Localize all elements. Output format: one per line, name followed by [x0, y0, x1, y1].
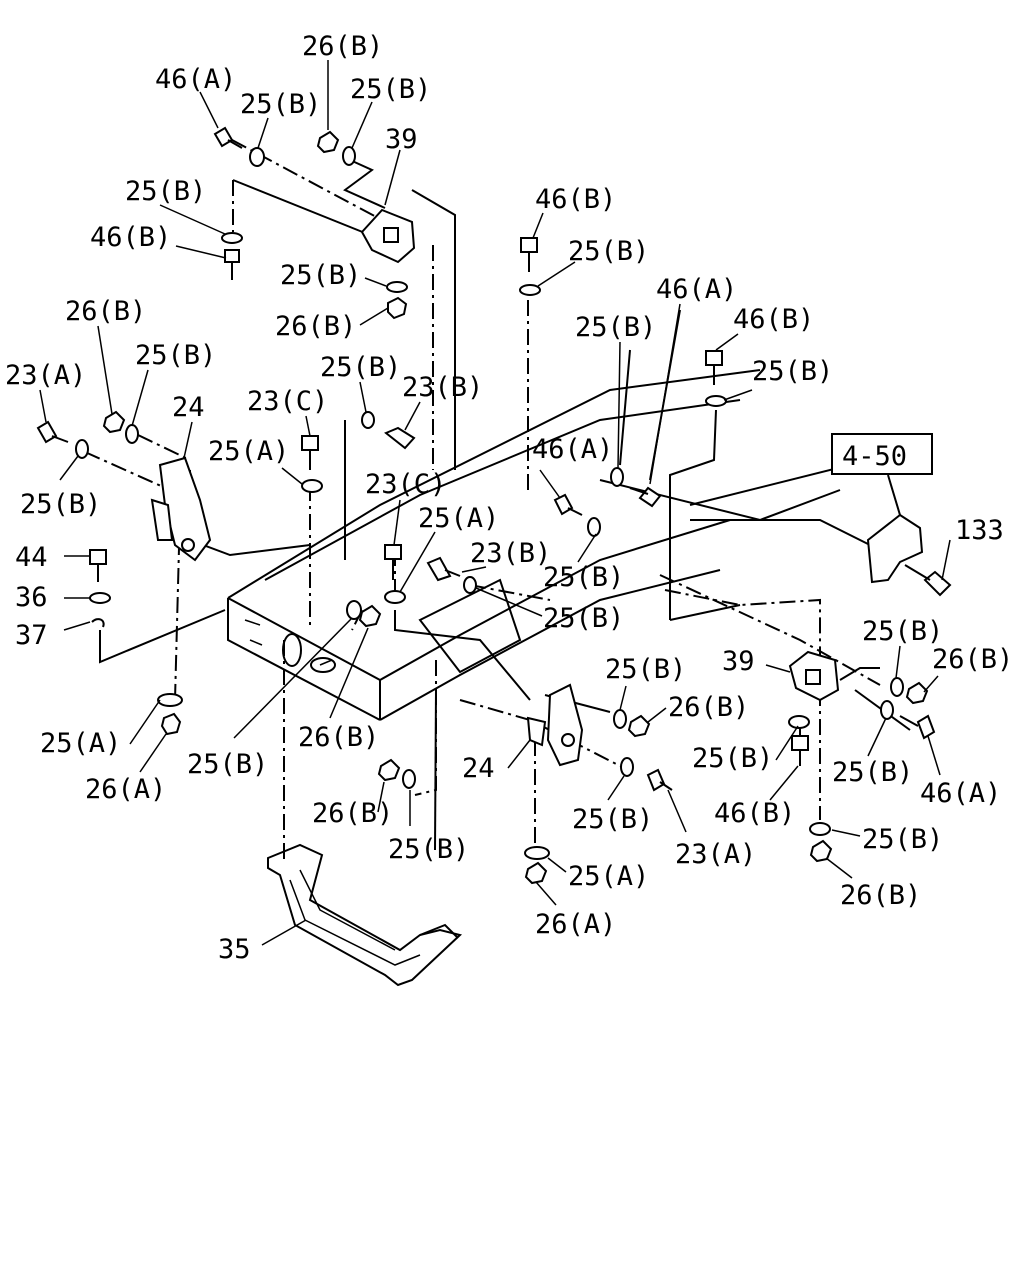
callout-label: 26(B)	[65, 296, 146, 327]
callout-label: 25(A)	[208, 436, 289, 467]
callout-label: 23(C)	[247, 386, 328, 417]
callout-label: 23(B)	[402, 372, 483, 403]
callout-label: 46(B)	[733, 304, 814, 335]
callout-label: 25(B)	[862, 824, 943, 855]
callout-label: 46(A)	[656, 274, 737, 305]
callout-label: 46(B)	[90, 222, 171, 253]
callout-label: 44	[15, 542, 48, 573]
part-35-bracket	[267, 843, 463, 987]
callout-label: 25(B)	[568, 236, 649, 267]
callout-label: 25(B)	[320, 352, 401, 383]
callout-label: 26(B)	[668, 692, 749, 723]
reference-box-label: 4-50	[842, 441, 907, 472]
fasteners	[36, 126, 936, 885]
callout-label: 26(B)	[312, 798, 393, 829]
callout-label: 25(B)	[543, 562, 624, 593]
callout-label: 25(B)	[605, 654, 686, 685]
part-24-right-bracket	[526, 683, 584, 767]
callout-label: 23(B)	[470, 538, 551, 569]
callout-label: 26(B)	[302, 31, 383, 62]
callout-label: 25(A)	[40, 728, 121, 759]
part-24-left-bracket	[150, 456, 212, 562]
callout-label: 25(B)	[135, 340, 216, 371]
callout-label: 25(A)	[568, 861, 649, 892]
callout-label: 36	[15, 582, 48, 613]
part-39-top-bracket	[360, 208, 416, 264]
callout-label: 133	[955, 515, 1004, 546]
callout-label: 26(B)	[840, 880, 921, 911]
callout-label: 46(A)	[155, 64, 236, 95]
callout-label: 24	[462, 753, 495, 784]
callout-label: 37	[15, 620, 48, 651]
frame-crossmember	[227, 369, 891, 721]
callout-label: 25(B)	[832, 757, 913, 788]
callout-label: 25(A)	[418, 503, 499, 534]
reference-box	[831, 433, 933, 475]
callout-label: 26(B)	[298, 722, 379, 753]
callout-label: 46(B)	[535, 184, 616, 215]
callout-label: 23(A)	[675, 839, 756, 870]
callout-label: 25(B)	[572, 804, 653, 835]
callout-label: 25(B)	[240, 89, 321, 120]
callout-label: 25(B)	[280, 260, 361, 291]
callout-label: 39	[385, 124, 418, 155]
callout-labels: 26(B) 46(A) 25(B) 25(B) 39 25(B) 46(B) 2…	[5, 31, 1013, 965]
callout-label: 25(B)	[20, 489, 101, 520]
callout-label: 26(B)	[932, 644, 1013, 675]
callout-label: 23(C)	[365, 469, 446, 500]
callout-label: 46(A)	[920, 778, 1001, 809]
callout-label: 35	[218, 934, 251, 965]
callout-label: 25(B)	[752, 356, 833, 387]
callout-label: 25(B)	[862, 616, 943, 647]
callout-label: 39	[722, 646, 755, 677]
callout-label: 25(B)	[575, 312, 656, 343]
callout-label: 23(A)	[5, 360, 86, 391]
label-leaders	[39, 60, 951, 946]
part-133-bolt	[904, 564, 952, 597]
callout-label: 25(B)	[543, 603, 624, 634]
callout-label: 25(B)	[125, 176, 206, 207]
callout-label: 25(B)	[350, 74, 431, 105]
callout-label: 46(B)	[714, 798, 795, 829]
part-39-right-bracket	[788, 650, 840, 702]
callout-label: 26(A)	[535, 909, 616, 940]
part-4-50-bracket	[866, 474, 924, 584]
callout-label: 46(A)	[532, 434, 613, 465]
callout-label: 25(B)	[388, 834, 469, 865]
callout-label: 26(A)	[85, 774, 166, 805]
callout-label: 25(B)	[692, 743, 773, 774]
callout-label: 26(B)	[275, 311, 356, 342]
callout-label: 24	[172, 392, 205, 423]
callout-label: 25(B)	[187, 749, 268, 780]
